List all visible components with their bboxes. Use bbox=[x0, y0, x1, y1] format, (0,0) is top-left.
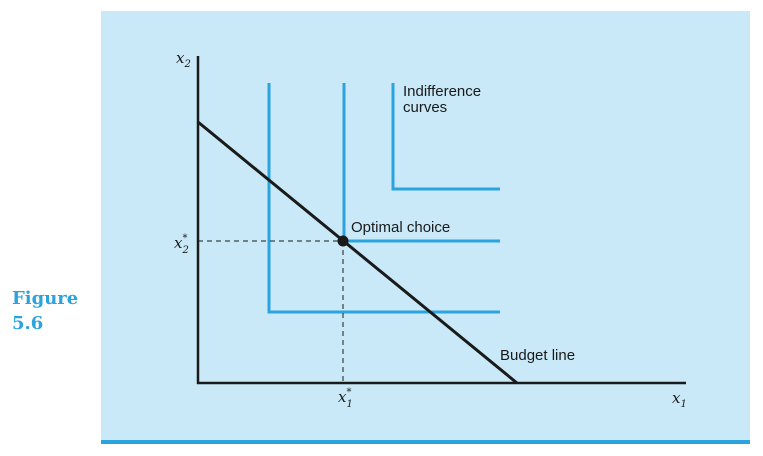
indifference-curve-low bbox=[267, 83, 500, 314]
indifference-curves-label-line1: Indifference bbox=[403, 83, 481, 100]
optimal-choice-point bbox=[337, 235, 349, 247]
bottom-rule bbox=[101, 440, 750, 444]
y-axis-label: x2 bbox=[176, 49, 191, 70]
x2-star-label: x*2 bbox=[174, 233, 189, 256]
budget-line-label: Budget line bbox=[500, 347, 575, 364]
figure-label-word: Figure bbox=[12, 288, 79, 309]
optimal-choice-label: Optimal choice bbox=[351, 219, 450, 236]
budget-line bbox=[197, 120, 518, 385]
x-axis-label: x1 bbox=[672, 389, 687, 410]
indifference-curves-label-line2: curves bbox=[403, 99, 447, 116]
figure-label-number: 5.6 bbox=[12, 313, 44, 334]
indifference-curve-high bbox=[391, 83, 500, 191]
x1-star-label: x*1 bbox=[338, 387, 353, 410]
figure-panel bbox=[101, 11, 750, 444]
figure-label: Figure 5.6 bbox=[12, 286, 78, 336]
